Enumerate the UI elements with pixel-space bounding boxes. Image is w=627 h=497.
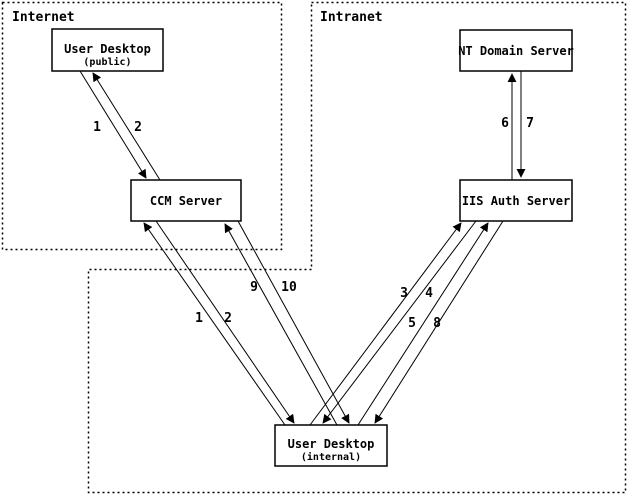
flow-line-9-internal-desktop-to-ccm <box>224 223 338 426</box>
zone-label-internet: Internet <box>12 10 75 25</box>
flow-step-label: 9 <box>250 280 258 295</box>
flow-line-2-ccm-to-public-desktop <box>92 72 161 181</box>
flow-step-label: 3 <box>400 286 408 301</box>
flow-line-1-public-desktop-to-ccm <box>79 70 147 179</box>
zone-internet-border <box>1 1 283 251</box>
node-box <box>130 179 242 222</box>
flow-step-label: 4 <box>425 286 433 301</box>
flow-line-8-iis-to-internal-desktop <box>374 220 504 424</box>
flow-line-5-internal-desktop-to-iis <box>357 222 489 426</box>
flow-step-label: 10 <box>281 280 297 295</box>
flow-step-label: 2 <box>134 120 142 135</box>
flow-step-label: 5 <box>408 316 416 331</box>
node-label: IIS Auth Server <box>462 194 570 208</box>
node-box <box>51 28 164 72</box>
flow-step-label: 2 <box>224 311 232 326</box>
node-box <box>459 179 573 222</box>
node-label: User Desktop <box>64 42 151 56</box>
zone-intranet-border <box>87 1 627 494</box>
flow-step-label: 6 <box>501 116 509 131</box>
flow-line-1-internal-desktop-to-ccm <box>143 222 286 426</box>
node-label: User Desktop <box>288 437 375 451</box>
node-nt-domain-server: NT Domain Server <box>458 29 574 72</box>
node-iis-auth-server: IIS Auth Server <box>459 179 573 222</box>
flow-line-2-ccm-to-internal-desktop <box>155 220 295 424</box>
flow-step-label: 8 <box>433 316 441 331</box>
flow-step-label: 7 <box>526 116 534 131</box>
node-sublabel: (public) <box>83 56 131 68</box>
node-box <box>274 424 388 467</box>
node-label: NT Domain Server <box>458 44 574 58</box>
node-user-desktop-public: User Desktop (public) <box>51 28 164 72</box>
zone-label-intranet: Intranet <box>320 10 383 25</box>
node-ccm-server: CCM Server <box>130 179 242 222</box>
node-label: CCM Server <box>150 194 222 208</box>
flow-line-10-ccm-to-internal-desktop <box>237 220 350 424</box>
flow-line-3-internal-desktop-to-iis <box>309 222 462 426</box>
node-box <box>459 29 573 72</box>
node-user-desktop-internal: User Desktop (internal) <box>274 424 388 467</box>
flow-step-label: 1 <box>93 120 101 135</box>
flow-step-label: 1 <box>195 311 203 326</box>
node-sublabel: (internal) <box>301 451 361 463</box>
flow-line-4-iis-to-internal-desktop <box>322 220 477 424</box>
